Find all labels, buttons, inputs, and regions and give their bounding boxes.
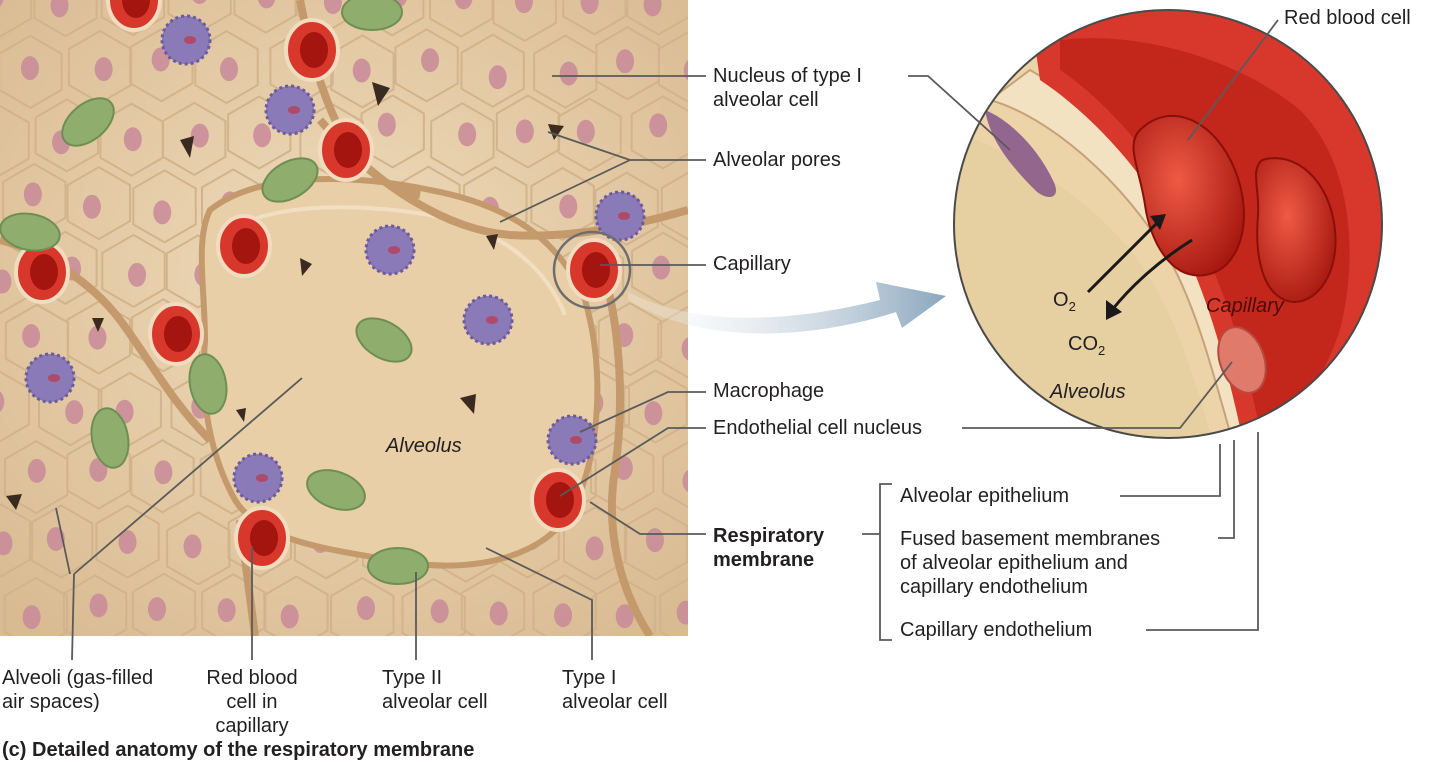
label-capillary-endothelium: Capillary endothelium [900,619,1093,641]
figure-caption: (c) Detailed anatomy of the respiratory … [2,739,475,761]
label-respiratory-membrane: Respiratory membrane [713,525,825,571]
label-red-blood-cell: Red blood cell [1284,7,1411,29]
label-alveolus-left: Alveolus [386,435,462,457]
label-nucleus-type1: Nucleus of type I alveolar cell [713,65,862,111]
label-macrophage: Macrophage [713,380,825,402]
alveoli-tissue-panel [0,0,688,636]
leader-lines [55,19,1279,661]
label-capillary-right: Capillary [1206,295,1284,317]
capillary-highlight-circle [552,230,632,310]
label-fused-basement-membranes: Fused basement membranes of alveolar epi… [900,528,1161,598]
label-capillary-left: Capillary [713,253,791,275]
label-type2-cell: Type II alveolar cell [382,667,488,713]
label-rbc-in-capillary: Red blood cell in capillary [206,667,298,737]
magnified-circle [954,10,1382,438]
label-co2: CO2 [1068,333,1106,358]
label-type1-cell: Type I alveolar cell [562,667,668,713]
label-alveolus-right: Alveolus [1050,381,1126,403]
label-alveolar-pores: Alveolar pores [713,149,841,171]
label-alveoli: Alveoli (gas-filled air spaces) [2,667,154,713]
magnified-circle-outline [953,9,1383,439]
label-o2: O2 [1053,289,1076,314]
alveolar-pores [6,82,564,510]
magnify-arrow [628,282,946,334]
label-alveolar-epithelium: Alveolar epithelium [900,485,1069,507]
label-endothelial-nucleus: Endothelial cell nucleus [713,417,923,439]
